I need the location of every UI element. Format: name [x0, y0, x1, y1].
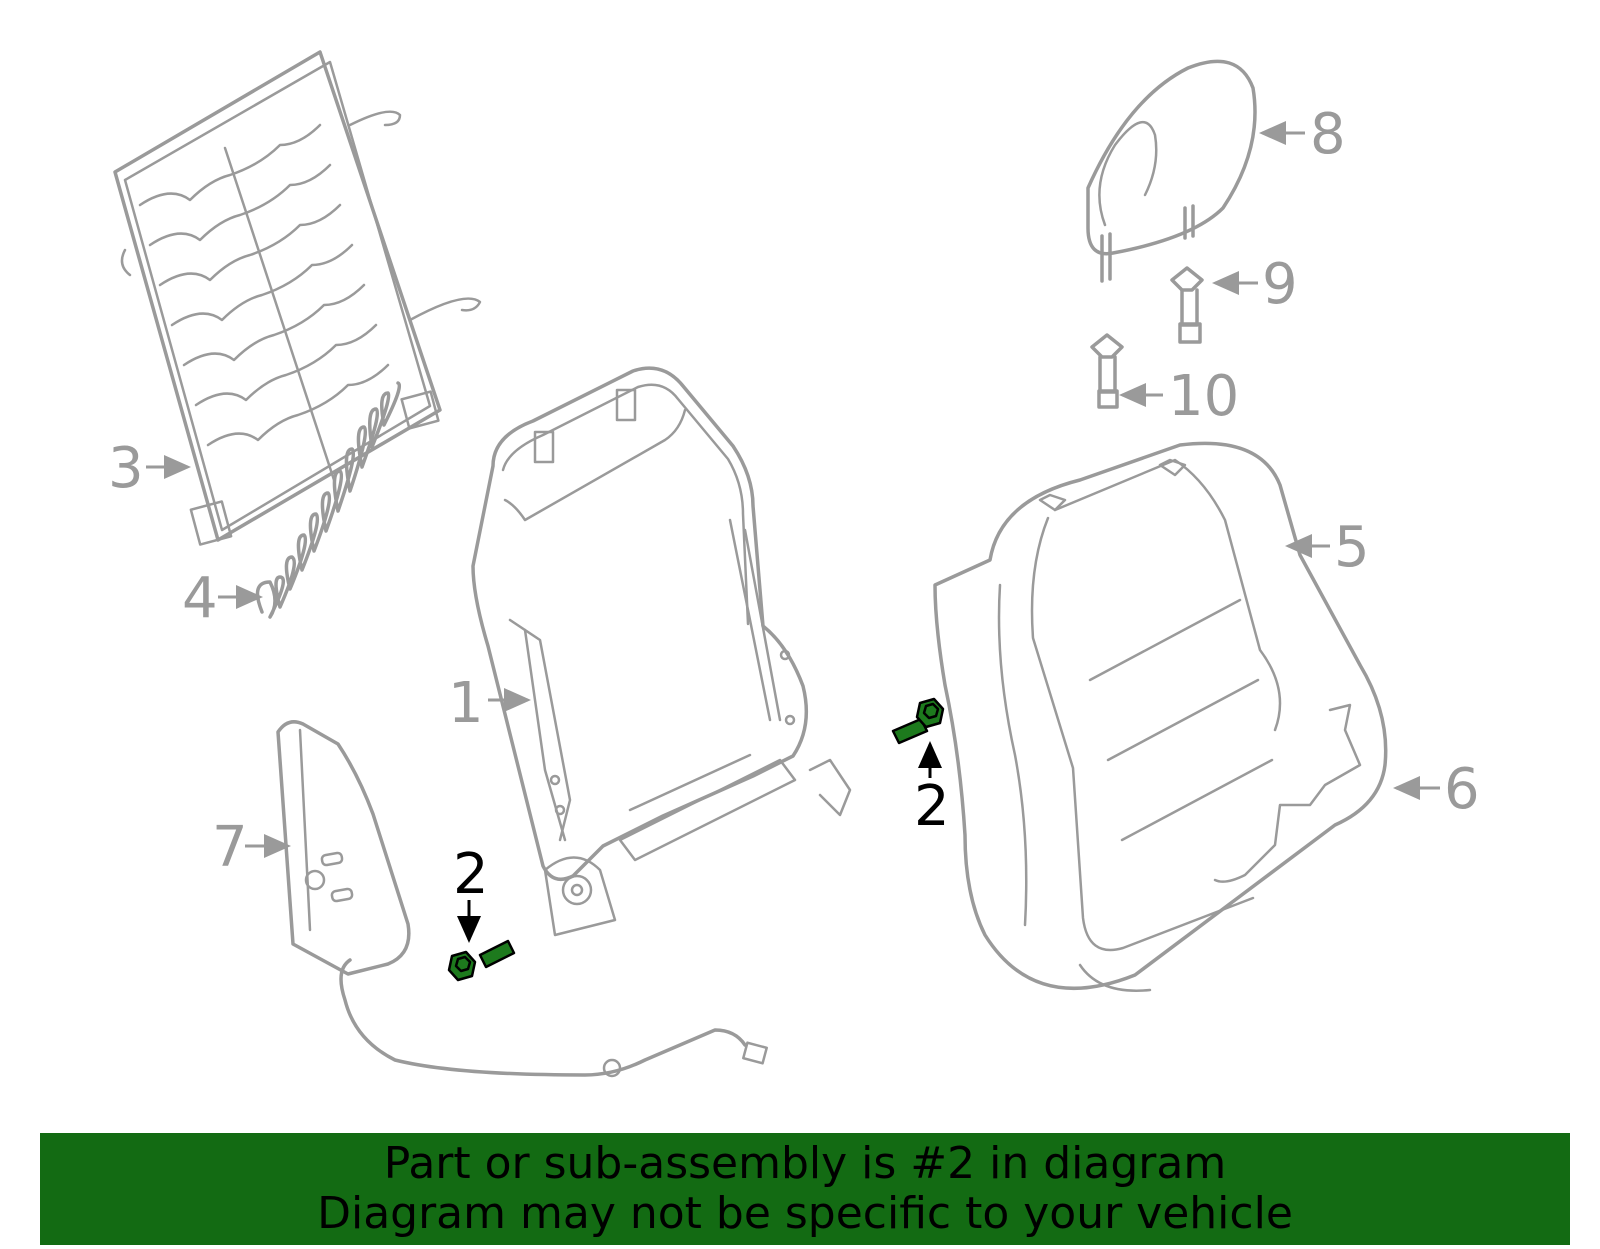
callout-8: 8 [1310, 102, 1346, 167]
callout-4: 4 [182, 566, 218, 631]
side-airbag-part [276, 720, 768, 1078]
seat-back-cover-part [933, 441, 1388, 992]
banner-line-vehicle-note: Diagram may not be specific to your vehi… [317, 1188, 1293, 1239]
banner-line-part-note: Part or sub-assembly is #2 in diagram [383, 1138, 1227, 1189]
callout-2-lower: 2 [453, 842, 489, 907]
callout-5: 5 [1334, 515, 1370, 580]
headrest-part [1086, 59, 1257, 283]
callout-7: 7 [212, 815, 248, 880]
callout-10: 10 [1168, 364, 1239, 429]
info-banner: Part or sub-assembly is #2 in diagram Di… [40, 1133, 1570, 1245]
headrest-guide-part-9 [1170, 266, 1204, 344]
callout-6: 6 [1444, 757, 1480, 822]
bolt-part-lower [447, 939, 516, 982]
callout-3: 3 [108, 436, 144, 501]
callout-9: 9 [1262, 252, 1298, 317]
spring-mat-part [113, 50, 482, 546]
seat-back-frame-part [471, 366, 852, 937]
bolt-part-upper [891, 697, 945, 745]
callout-2-upper: 2 [914, 774, 950, 839]
headrest-guide-part-10 [1090, 333, 1124, 409]
spring-part [255, 381, 402, 619]
callout-1: 1 [448, 671, 484, 736]
